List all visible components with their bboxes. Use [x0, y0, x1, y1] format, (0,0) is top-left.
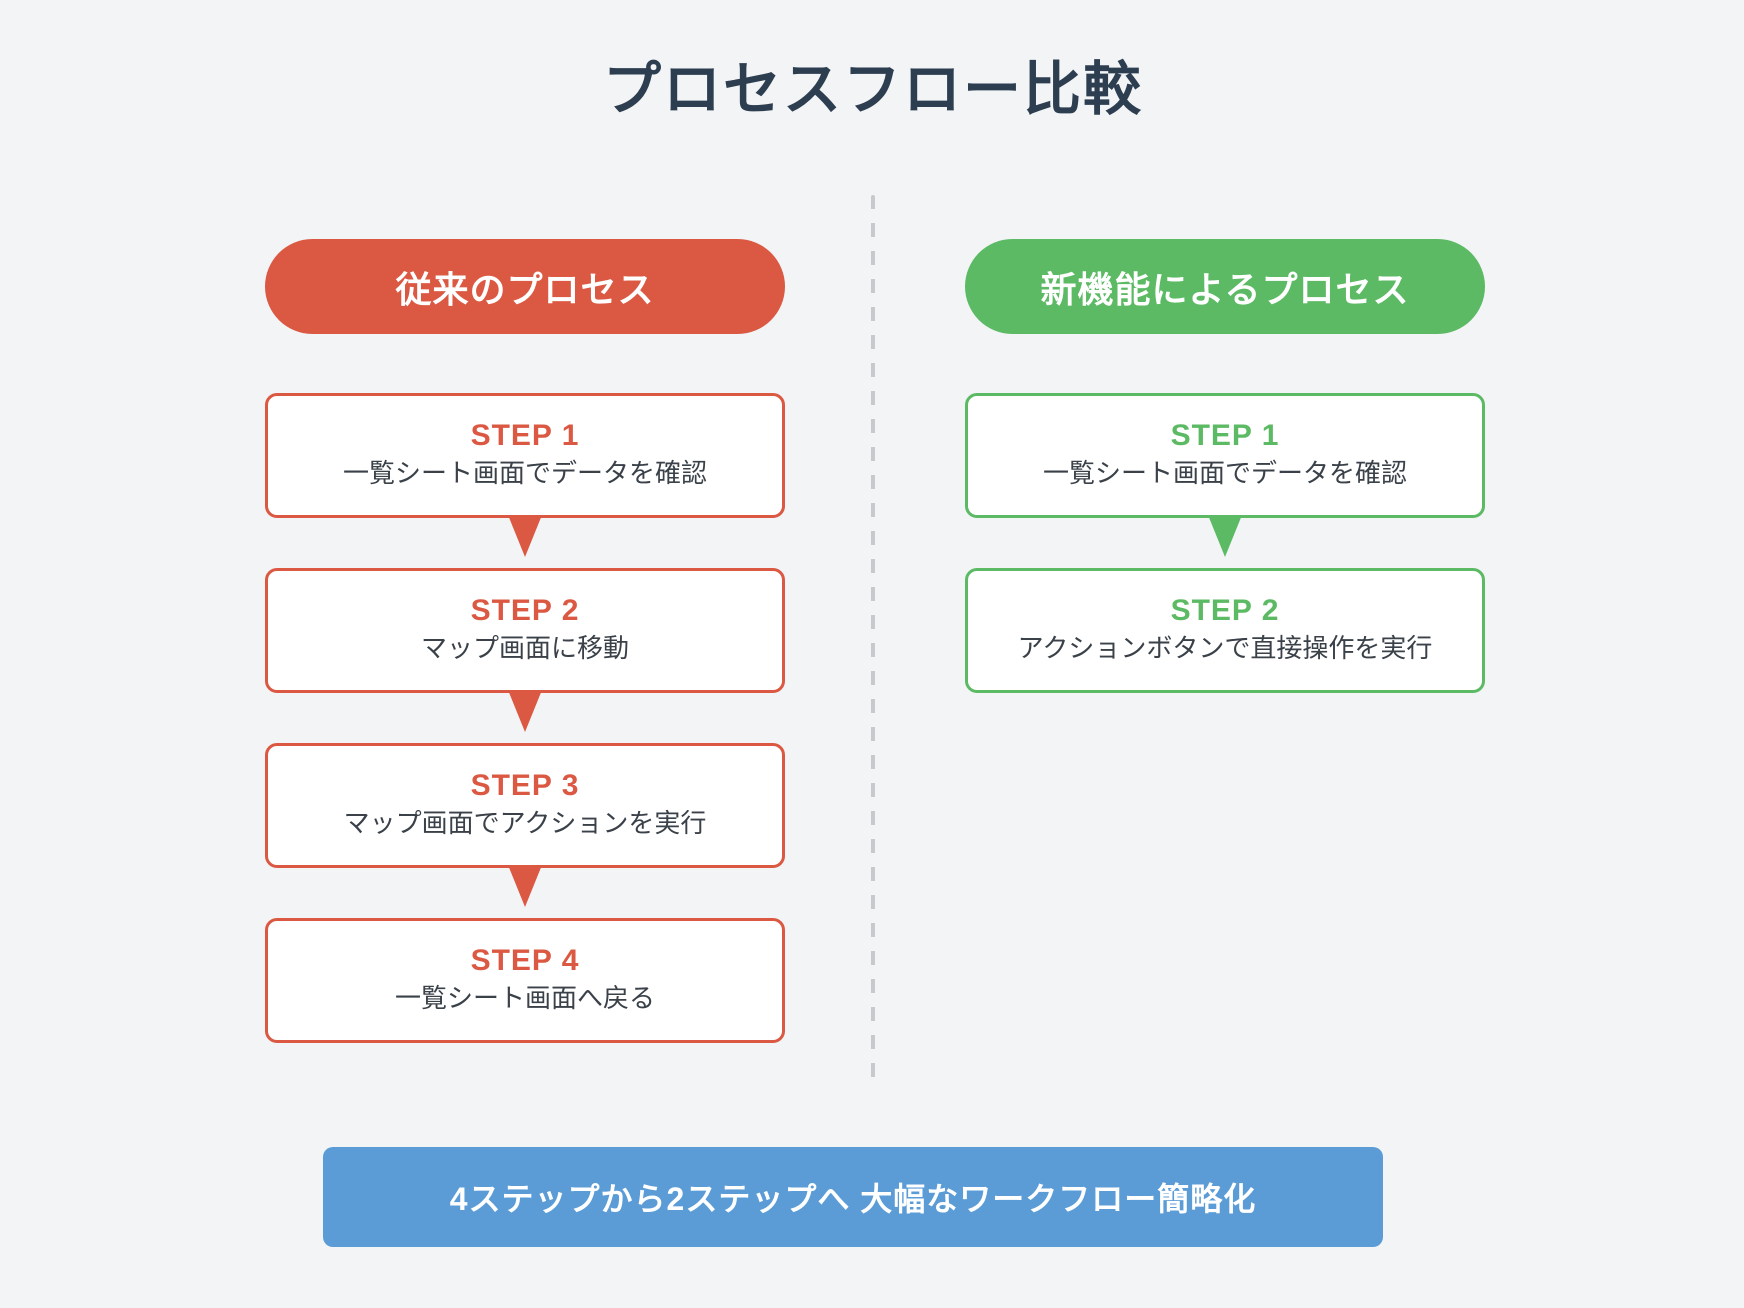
page-title: プロセスフロー比較	[602, 57, 1144, 122]
legacy-step-4-box: STEP 4 一覧シート画面へ戻る	[265, 918, 785, 1043]
new-process-header: 新機能によるプロセス	[965, 239, 1485, 334]
step-text: マップ画面でアクションを実行	[343, 808, 707, 839]
down-arrow-icon	[265, 515, 785, 568]
new-step-2-box: STEP 2 アクションボタンで直接操作を実行	[965, 568, 1485, 693]
new-process-column: 新機能によるプロセス STEP 1 一覧シート画面でデータを確認 STEP 2 …	[965, 239, 1485, 693]
step-label: STEP 2	[1170, 594, 1280, 628]
new-step-1-box: STEP 1 一覧シート画面でデータを確認	[965, 393, 1485, 518]
step-label: STEP 2	[470, 594, 580, 628]
step-label: STEP 1	[470, 419, 580, 453]
step-text: マップ画面に移動	[420, 633, 629, 664]
column-divider	[871, 195, 875, 1080]
legacy-process-column: 従来のプロセス STEP 1 一覧シート画面でデータを確認 STEP 2 マップ…	[265, 239, 785, 1043]
step-text: 一覧シート画面でデータを確認	[342, 458, 707, 489]
summary-banner: 4ステップから2ステップへ 大幅なワークフロー簡略化	[323, 1147, 1383, 1247]
legacy-step-3-box: STEP 3 マップ画面でアクションを実行	[265, 743, 785, 868]
down-arrow-icon	[265, 690, 785, 743]
legacy-step-1-box: STEP 1 一覧シート画面でデータを確認	[265, 393, 785, 518]
down-arrow-icon	[265, 865, 785, 918]
legacy-step-2-box: STEP 2 マップ画面に移動	[265, 568, 785, 693]
step-text: アクションボタンで直接操作を実行	[1017, 633, 1433, 664]
step-text: 一覧シート画面へ戻る	[394, 983, 655, 1014]
step-text: 一覧シート画面でデータを確認	[1042, 458, 1407, 489]
step-label: STEP 4	[470, 944, 580, 978]
step-label: STEP 3	[470, 769, 580, 803]
step-label: STEP 1	[1170, 419, 1280, 453]
legacy-process-header: 従来のプロセス	[265, 239, 785, 334]
down-arrow-icon	[965, 515, 1485, 568]
